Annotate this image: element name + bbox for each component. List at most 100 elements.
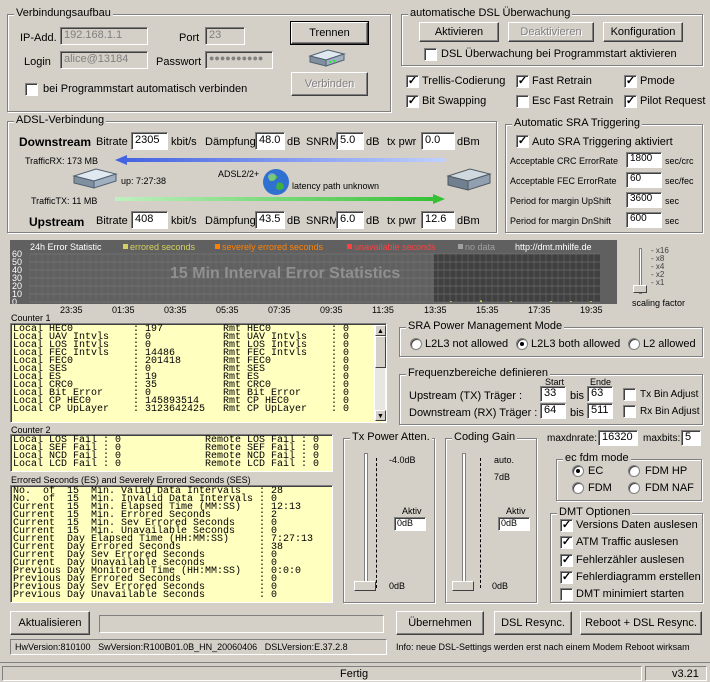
counter1-row: Local CRC0 : 35 Rmt CRC0 : 0 (13, 380, 350, 391)
reboot-resync-button[interactable]: Reboot + DSL Resync. (580, 611, 702, 635)
x-tick-label: 01:35 (112, 305, 135, 315)
fastretrain-label: Fast Retrain (532, 75, 592, 87)
refresh-button[interactable]: Aktualisieren (10, 611, 90, 635)
freq-up-start[interactable]: 33 (540, 386, 566, 402)
txpower-slider-track[interactable] (364, 453, 368, 591)
up-attenuation-field: 43.5 (255, 211, 285, 229)
fdmhp-radio[interactable] (628, 465, 640, 477)
rx-arrow (115, 155, 445, 165)
tx-bin-adjust-checkbox[interactable] (623, 388, 636, 401)
counter2-row: Local LCD Fail : 0 Remote LCD Fail : 0 (13, 459, 320, 470)
ip-field[interactable]: 192.168.1.1 (60, 27, 148, 45)
dmt-errors-checkbox[interactable]: ✓ (560, 554, 573, 567)
dnshift-field[interactable]: 600 (626, 212, 662, 228)
rx-bin-adjust-checkbox[interactable] (623, 405, 636, 418)
dmt-minimized-checkbox[interactable] (560, 588, 573, 601)
password-label: Passwort (156, 56, 202, 68)
counter1-row: Local LOS Intvls : 0 Rmt LOS Intvls : 0 (13, 340, 350, 351)
monitoring-title: automatische DSL Überwachung (408, 7, 573, 19)
status-text: Fertig (340, 668, 369, 680)
sra-auto-checkbox[interactable]: ✓ (516, 135, 529, 148)
coding-active-field: 0dB (498, 517, 530, 531)
scaling-slider[interactable]: - x16- x8- x4- x2- x1 (633, 246, 687, 296)
bitswap-label: Bit Swapping (422, 95, 487, 107)
maxdnrate-field[interactable]: 16320 (598, 430, 638, 446)
maxbits-field[interactable]: 5 (681, 430, 701, 446)
freq-down-start[interactable]: 64 (540, 403, 566, 419)
pilot-checkbox[interactable]: ✓ (624, 95, 637, 108)
coding-7db-label: 7dB (494, 472, 511, 482)
counter1-scrollbar[interactable]: ▲ ▼ (374, 325, 386, 421)
coding-slider-track[interactable] (462, 453, 466, 591)
dmt-diagram-checkbox[interactable]: ✓ (560, 571, 573, 584)
trellis-label: Trellis-Codierung (422, 75, 506, 87)
apply-button[interactable]: Übernehmen (396, 611, 484, 635)
scaling-thumb[interactable] (633, 285, 647, 293)
coding-title: Coding Gain (452, 431, 518, 443)
dmt-versions-checkbox[interactable]: ✓ (560, 519, 573, 532)
activate-button[interactable]: Aktivieren (419, 22, 499, 42)
scroll-up-icon[interactable]: ▲ (375, 325, 386, 336)
connection-title: Verbindungsaufbau (14, 7, 113, 19)
scroll-down-icon[interactable]: ▼ (375, 410, 386, 421)
deactivate-button[interactable]: Deaktivieren (508, 22, 594, 42)
monitoring-group: automatische DSL Überwachung (401, 7, 703, 66)
login-field[interactable]: alice@13184 (60, 51, 148, 69)
srapm-l2-allowed-radio[interactable] (628, 338, 640, 350)
dnshift-label: Period for margin DnShift (510, 216, 612, 226)
ses-row: Current 15 Min. Errored Seconds : 2 (13, 510, 278, 521)
counter1-row: Local ES : 19 Rmt ES : 0 (13, 372, 350, 383)
bitswap-checkbox[interactable]: ✓ (406, 95, 419, 108)
ec-radio[interactable] (572, 465, 584, 477)
connect-button[interactable]: Verbinden (291, 72, 368, 96)
resync-button[interactable]: DSL Resync. (494, 611, 572, 635)
sra-title: Automatic SRA Triggering (512, 117, 642, 129)
crc-field[interactable]: 1800 (626, 152, 662, 168)
chart-title: 15 Min Interval Error Statistics (170, 265, 400, 282)
upshift-unit: sec (665, 196, 680, 206)
srapm-not-allowed-radio[interactable] (410, 338, 422, 350)
autoconnect-checkbox[interactable] (25, 83, 38, 96)
counter1-row: Local CP HEC0 : 145893514 Rmt CP HEC0 : … (13, 396, 350, 407)
fastretrain-checkbox[interactable]: ✓ (516, 75, 529, 88)
password-field[interactable]: ●●●●●●●●●● (205, 51, 273, 69)
srapm-both-allowed-label: L2L3 both allowed (531, 338, 621, 350)
ses-title: Errored Seconds (ES) and Severely Errore… (11, 475, 251, 485)
configuration-button[interactable]: Konfiguration (603, 22, 683, 42)
chart-axis-bg (10, 304, 617, 318)
traffic-tx: TrafficTX: 11 MB (31, 196, 98, 206)
scale-tick: - x4 (651, 262, 665, 271)
up-txpwr-unit: dBm (457, 215, 480, 227)
up-snrm-label: SNRM (306, 215, 339, 227)
up-bitrate-field: 408 (131, 211, 168, 229)
port-field[interactable]: 23 (205, 27, 245, 45)
dmt-group: DMT Optionen (550, 506, 703, 603)
x-tick-label: 07:35 (268, 305, 291, 315)
txpower-slider-thumb[interactable] (354, 581, 376, 591)
scroll-thumb[interactable] (375, 336, 386, 368)
pmode-checkbox[interactable]: ✓ (624, 75, 637, 88)
dnshift-unit: sec (665, 216, 680, 226)
ses-row: Current Day Sev Errored Seconds : 0 (13, 550, 278, 561)
monitoring-autostart-checkbox[interactable] (424, 48, 437, 61)
escfast-checkbox[interactable] (516, 95, 529, 108)
fdmnaf-radio[interactable] (628, 482, 640, 494)
freq-down-end[interactable]: 511 (587, 403, 613, 419)
y-tick-label: 30 (12, 273, 22, 283)
coding-slider-thumb[interactable] (452, 581, 474, 591)
srapm-both-allowed-radio[interactable] (516, 338, 528, 350)
fdm-radio[interactable] (572, 482, 584, 494)
trellis-checkbox[interactable]: ✓ (406, 75, 419, 88)
remote-modem-icon (446, 168, 492, 192)
up-kbits-unit: kbit/s (171, 215, 197, 227)
tx-bin-adjust-label: Tx Bin Adjust (640, 389, 699, 400)
upshift-field[interactable]: 3600 (626, 192, 662, 208)
fec-label: Acceptable FEC ErrorRate (510, 176, 617, 186)
ses-row: Current 15 Min. Unavailable Seconds : 0 (13, 526, 278, 537)
freq-up-end[interactable]: 63 (587, 386, 613, 402)
y-tick-label: 20 (12, 281, 22, 291)
dmt-atm-checkbox[interactable]: ✓ (560, 536, 573, 549)
disconnect-button[interactable]: Trennen (290, 21, 369, 45)
y-tick-label: 10 (12, 289, 22, 299)
fec-field[interactable]: 60 (626, 172, 662, 188)
